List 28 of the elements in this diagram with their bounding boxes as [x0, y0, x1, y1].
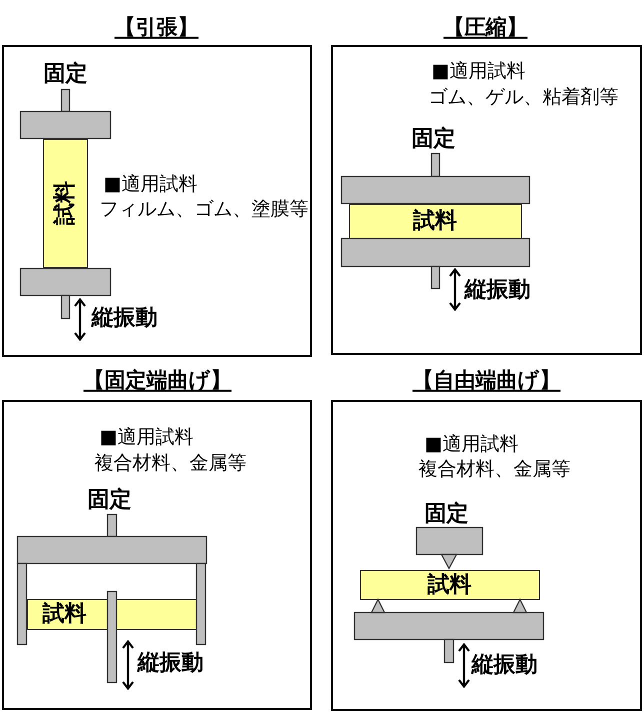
fixed-end-label: 固定	[424, 500, 468, 526]
sample-box	[26, 598, 196, 630]
panel-title: 【固定端曲げ】	[84, 366, 232, 394]
applicable-samples-heading: ■適用試料	[100, 426, 194, 448]
sample-box	[348, 204, 522, 238]
fixed-end-label: 固定	[88, 486, 132, 512]
vibration-label: 縦振動	[138, 650, 204, 676]
panel-title: 【自由端曲げ】	[412, 366, 560, 394]
sample-label: 試料	[428, 572, 472, 598]
sample-label: 試料	[413, 208, 457, 234]
panel-title: 【引張】	[114, 13, 198, 40]
vibration-label: 縦振動	[464, 276, 530, 302]
sample-list: ゴム、ゲル、粘着剤等	[428, 86, 618, 108]
applicable-samples-heading: ■適用試料	[104, 174, 198, 196]
sample-box	[360, 570, 540, 600]
sample-list: 複合材料、金属等	[94, 452, 246, 474]
applicable-samples-heading: ■適用試料	[432, 60, 526, 82]
sample-box	[42, 138, 88, 268]
fixed-end-label: 固定	[412, 126, 456, 152]
fixed-end-label: 固定	[44, 60, 88, 86]
sample-list: フィルム、ゴム、塗膜等	[100, 198, 308, 220]
sample-label: 試料	[42, 601, 86, 627]
applicable-samples-heading: ■適用試料	[424, 434, 518, 456]
vibration-label: 縦振動	[472, 652, 538, 678]
sample-list: 複合材料、金属等	[418, 458, 570, 480]
panel-title: 【圧縮】	[444, 13, 528, 40]
sample-label: 試料	[52, 181, 78, 225]
vibration-label: 縦振動	[92, 304, 158, 330]
